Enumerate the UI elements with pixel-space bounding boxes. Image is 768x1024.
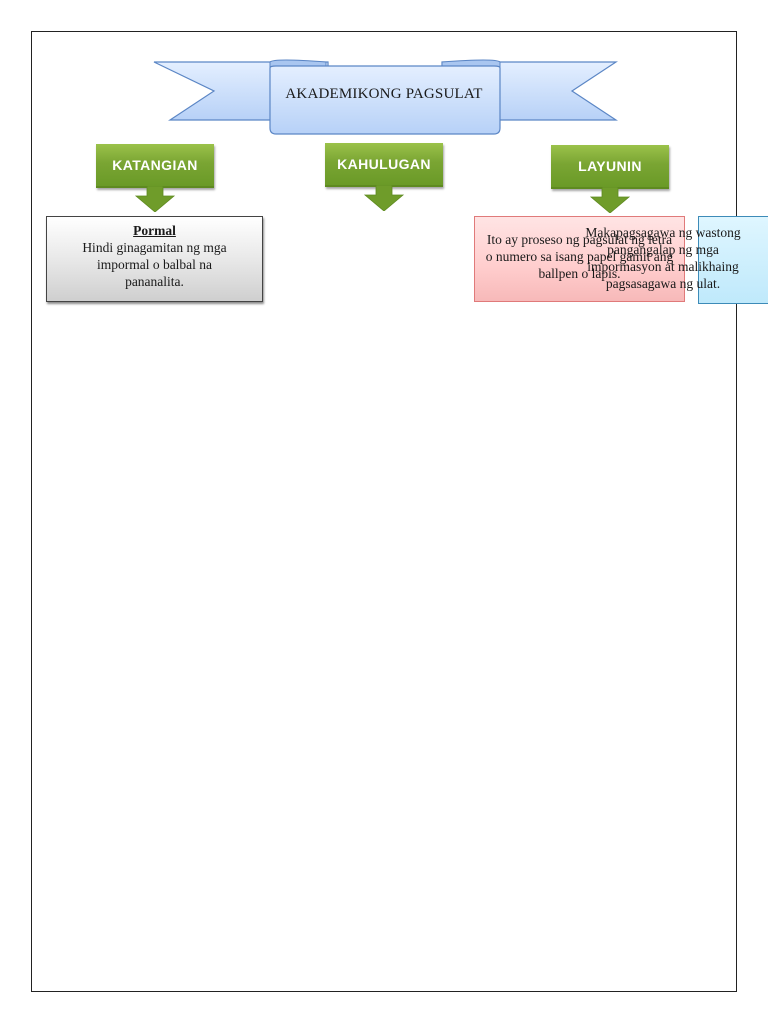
down-arrow-icon <box>589 187 631 213</box>
kahulugan-text: Ito ay proseso ng pagsulat ng letra o nu… <box>485 232 674 281</box>
category-kahulugan: KAHULUGAN <box>325 143 443 211</box>
category-kahulugan-label: KAHULUGAN <box>325 143 443 187</box>
down-arrow-icon <box>134 186 176 212</box>
page-title: AKADEMIKONG PAGSULAT <box>285 86 483 102</box>
layunin-text: Makapagsagawa ng wastong pangangalap ng … <box>585 225 741 291</box>
category-layunin: LAYUNIN <box>551 145 669 213</box>
category-katangian-label: KATANGIAN <box>96 144 214 188</box>
title-ribbon-banner <box>153 59 619 135</box>
katangian-heading: Pormal <box>133 223 176 238</box>
page-border <box>31 31 737 992</box>
katangian-text: Hindi ginagamitan ng mga impormal o balb… <box>82 240 227 289</box>
category-layunin-label: LAYUNIN <box>551 145 669 189</box>
kahulugan-box: Ito ay proseso ng pagsulat ng letra o nu… <box>474 216 685 302</box>
layunin-box <box>698 216 768 304</box>
down-arrow-icon <box>363 185 405 211</box>
katangian-box: Pormal Hindi ginagamitan ng mga impormal… <box>46 216 263 302</box>
category-katangian: KATANGIAN <box>96 144 214 212</box>
